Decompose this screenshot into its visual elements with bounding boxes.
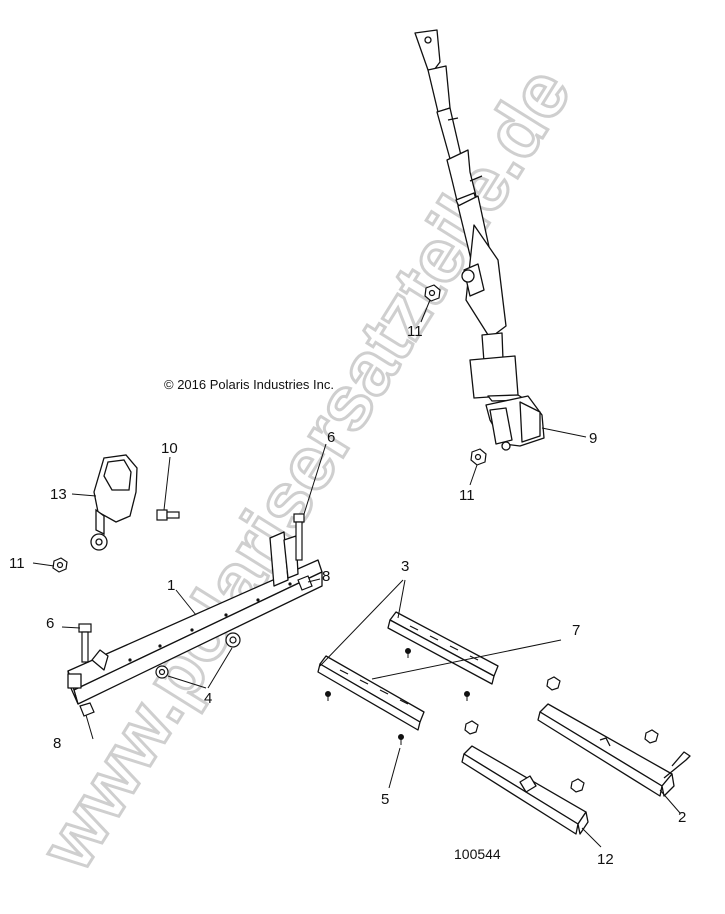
bolt-6-left [78, 623, 92, 663]
callout-6-upper: 6 [327, 429, 336, 446]
seat-slide-rail-upper [387, 611, 499, 685]
hex-nut-11-left [52, 557, 68, 573]
seat-slide-rail-lower [317, 655, 425, 731]
callout-10: 10 [161, 440, 178, 457]
seat-belt-assembly [414, 29, 545, 451]
callout-11-lower: 11 [459, 487, 475, 504]
callout-9: 9 [589, 430, 598, 447]
seat-track-2 [537, 703, 691, 797]
callout-2: 2 [678, 809, 687, 826]
callout-8-left: 8 [53, 735, 62, 752]
bolt-7 [464, 676, 659, 793]
bolt-6-upper [293, 513, 305, 561]
callout-7: 7 [572, 622, 581, 639]
callout-5: 5 [381, 791, 390, 808]
callout-11-left: 11 [9, 555, 25, 572]
bolt-10 [156, 509, 180, 521]
callout-6-left: 6 [46, 615, 55, 632]
seat-track-12 [461, 745, 589, 835]
figure-number: 100544 [454, 846, 501, 862]
copyright-notice: © 2016 Polaris Industries Inc. [164, 377, 334, 392]
callout-8-right: 8 [322, 568, 331, 585]
hex-nut-11-upper [424, 284, 441, 302]
nut-4 [155, 632, 241, 679]
callout-3: 3 [401, 558, 410, 575]
callout-13: 13 [50, 486, 67, 503]
callout-1: 1 [167, 577, 176, 594]
callout-11-upper: 11 [407, 323, 423, 340]
seat-belt-buckle [90, 454, 138, 551]
callout-12: 12 [597, 851, 614, 868]
callout-4: 4 [204, 690, 213, 707]
clip-8-right [297, 575, 313, 591]
small-screws [325, 648, 470, 745]
leader-lines [32, 299, 681, 848]
hex-nut-11-lower [470, 448, 487, 466]
clip-8-left [79, 702, 95, 717]
seat-frame-rail [67, 531, 323, 705]
